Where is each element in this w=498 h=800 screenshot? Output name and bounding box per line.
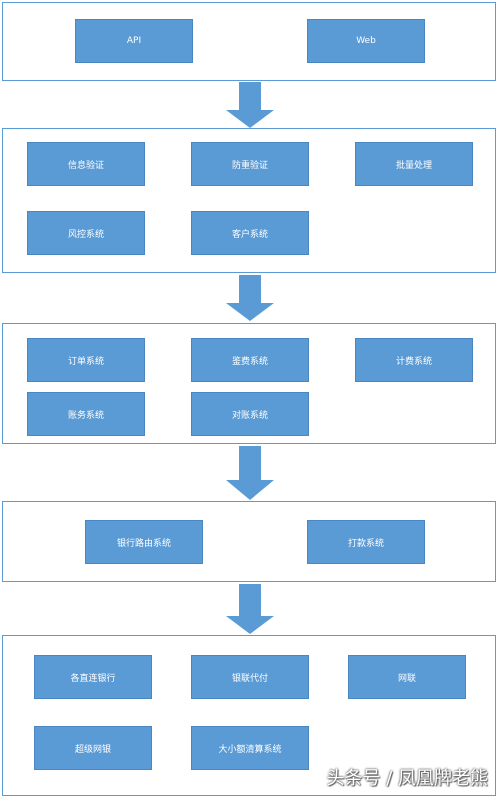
risk-control-box: 风控系统 bbox=[27, 211, 145, 255]
batch-processing-box: 批量处理 bbox=[355, 142, 473, 186]
reconciliation-system-box: 对账系统 bbox=[191, 392, 309, 436]
channel-layer: 各直连银行 银联代付 网联 超级网银 大小额清算系统 bbox=[2, 635, 496, 796]
unionpay-payout-box: 银联代付 bbox=[191, 655, 309, 699]
routing-layer: 银行路由系统 打款系统 bbox=[2, 501, 496, 582]
duplicate-check-box: 防重验证 bbox=[191, 142, 309, 186]
customer-system-box: 客户系统 bbox=[191, 211, 309, 255]
order-system-box: 订单系统 bbox=[27, 338, 145, 382]
payout-system-box: 打款系统 bbox=[307, 520, 425, 564]
bank-routing-system-box: 银行路由系统 bbox=[85, 520, 203, 564]
web-box: Web bbox=[307, 19, 425, 63]
direct-banks-box: 各直连银行 bbox=[34, 655, 152, 699]
netsunion-box: 网联 bbox=[348, 655, 466, 699]
down-arrow-icon bbox=[226, 275, 274, 321]
info-verification-box: 信息验证 bbox=[27, 142, 145, 186]
watermark-text: 头条号 / 凤凰牌老熊 bbox=[326, 768, 488, 789]
fee-auth-system-box: 鉴费系统 bbox=[191, 338, 309, 382]
down-arrow-icon bbox=[226, 446, 274, 500]
business-layer: 订单系统 鉴费系统 计费系统 账务系统 对账系统 bbox=[2, 323, 496, 444]
billing-system-box: 计费系统 bbox=[355, 338, 473, 382]
risk-layer: 信息验证 防重验证 批量处理 风控系统 客户系统 bbox=[2, 128, 496, 273]
down-arrow-icon bbox=[226, 584, 274, 634]
accounting-system-box: 账务系统 bbox=[27, 392, 145, 436]
down-arrow-icon bbox=[226, 82, 274, 128]
super-ebank-box: 超级网银 bbox=[34, 726, 152, 770]
clearing-system-box: 大小额清算系统 bbox=[191, 726, 309, 770]
api-box: API bbox=[75, 19, 193, 63]
access-layer: API Web bbox=[2, 2, 496, 81]
